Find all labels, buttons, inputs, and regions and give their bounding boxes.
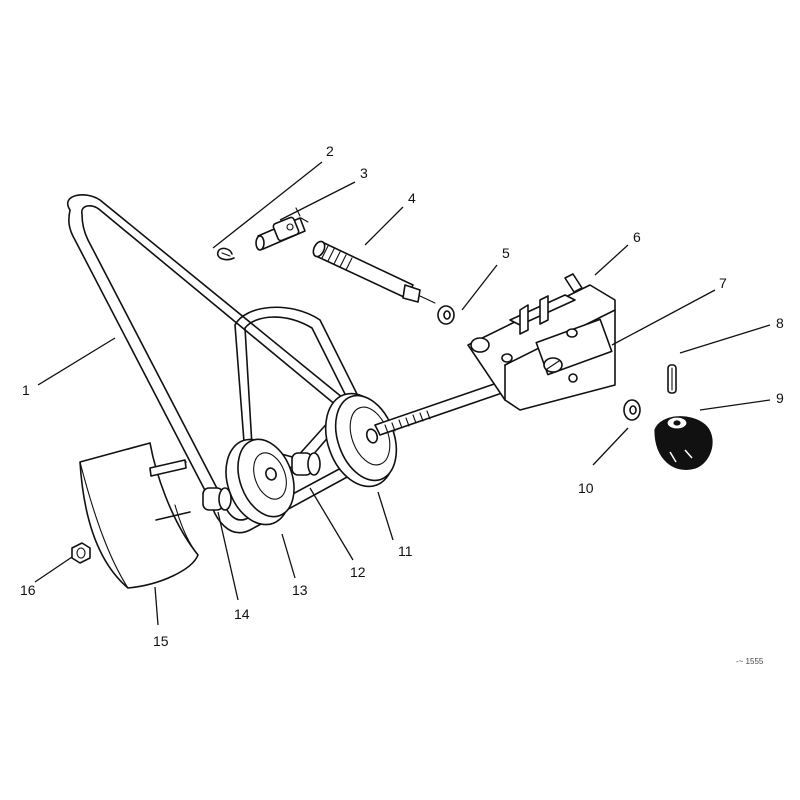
- large-pulley: [324, 392, 398, 488]
- drive-shaft: [374, 381, 506, 436]
- roll-pin: [667, 364, 677, 394]
- callout-15: 15: [153, 633, 169, 649]
- belt-guard: [79, 442, 199, 589]
- clevis-pin: [255, 207, 309, 251]
- callout-4: 4: [408, 190, 416, 206]
- nut: [71, 542, 91, 564]
- leader-lines: [34, 161, 771, 626]
- e-clip: [216, 247, 235, 261]
- callout-labels: 1 2 3 4 5 6 7 8 9 10 11 12 13 14 15 16: [20, 143, 784, 649]
- spacer-14: [202, 487, 232, 511]
- callout-5: 5: [502, 245, 510, 261]
- callout-1: 1: [22, 382, 30, 398]
- callout-10: 10: [578, 480, 594, 496]
- threaded-shaft: [312, 240, 436, 304]
- callout-9: 9: [776, 390, 784, 406]
- spacer-12: [291, 452, 321, 476]
- knob: [654, 416, 713, 470]
- gearbox-housing: [467, 273, 616, 411]
- guard-stud: [149, 459, 187, 477]
- callout-3: 3: [360, 165, 368, 181]
- callout-6: 6: [633, 229, 641, 245]
- washer-10: [623, 399, 641, 421]
- callout-2: 2: [326, 143, 334, 159]
- washer-5: [437, 305, 455, 325]
- callout-16: 16: [20, 582, 36, 598]
- callout-14: 14: [234, 606, 250, 622]
- callout-8: 8: [776, 315, 784, 331]
- small-pulley: [225, 438, 295, 526]
- callout-13: 13: [292, 582, 308, 598]
- callout-12: 12: [350, 564, 366, 580]
- callout-11: 11: [398, 543, 413, 559]
- reference-code: -~ 1555: [736, 657, 764, 666]
- callout-7: 7: [719, 275, 727, 291]
